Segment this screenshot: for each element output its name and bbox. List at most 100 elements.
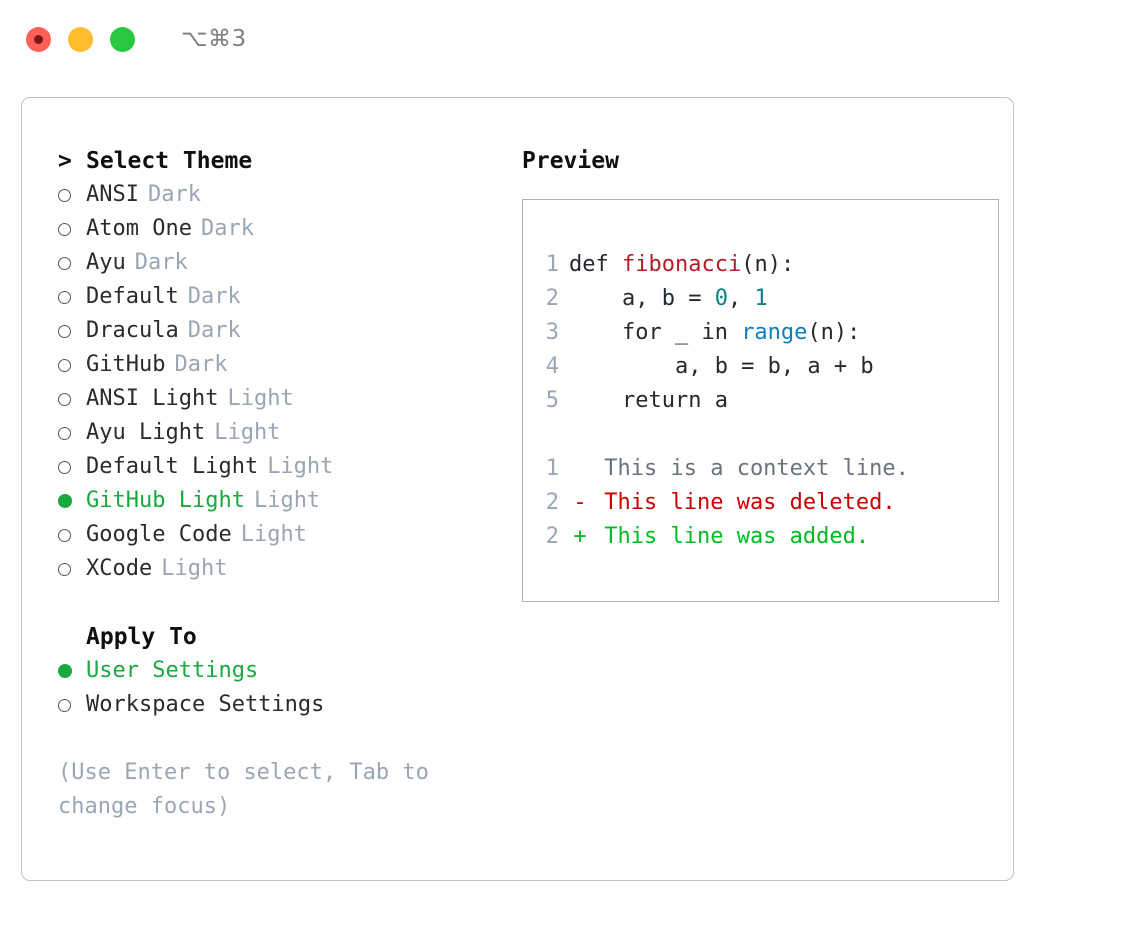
code-line-number: 1 xyxy=(545,252,559,277)
theme-option-label: GitHub Light xyxy=(86,488,245,513)
radio-mark xyxy=(58,324,71,338)
code-token: 1 xyxy=(754,286,768,311)
radio-unselected-icon[interactable] xyxy=(58,528,86,542)
titlebar: ⌥⌘3 xyxy=(0,0,1140,78)
apply-to-option-1[interactable]: Workspace Settings xyxy=(58,688,502,722)
code-line: 5 return a xyxy=(523,384,998,418)
diff-line-number: 2 xyxy=(545,524,559,549)
radio-unselected-icon[interactable] xyxy=(58,392,86,406)
radio-mark xyxy=(58,426,71,440)
theme-variant-tag: Dark xyxy=(174,352,228,377)
theme-option-label: ANSI xyxy=(86,182,139,207)
radio-unselected-icon[interactable] xyxy=(58,290,86,304)
theme-option-label: Default xyxy=(86,284,179,309)
theme-option-9[interactable]: GitHub Light Light xyxy=(58,484,502,518)
diff-line: 2+ This line was added. xyxy=(523,520,998,554)
code-token: , xyxy=(727,286,755,311)
code-diff-separator xyxy=(523,418,998,452)
code-token: a, b = b, a + b xyxy=(569,354,874,379)
radio-unselected-icon[interactable] xyxy=(58,426,86,440)
theme-variant-tag: Light xyxy=(240,522,307,547)
code-line-content: a, b = 0, 1 xyxy=(569,282,768,316)
radio-unselected-icon[interactable] xyxy=(58,188,86,202)
code-token: return a xyxy=(569,388,728,413)
diff-line: 1 This is a context line. xyxy=(523,452,998,486)
theme-variant-tag: Light xyxy=(267,454,334,479)
theme-variant-tag: Light xyxy=(214,420,281,445)
code-line-number: 2 xyxy=(545,286,559,311)
radio-mark xyxy=(58,528,71,542)
radio-unselected-icon[interactable] xyxy=(58,256,86,270)
diff-line-content: This line was added. xyxy=(591,524,870,549)
window-controls xyxy=(26,26,135,52)
apply-to-option-0[interactable]: User Settings xyxy=(58,654,502,688)
radio-selected-icon[interactable] xyxy=(58,664,86,678)
diff-line: 2- This line was deleted. xyxy=(523,486,998,520)
code-line: 3 for _ in range(n): xyxy=(523,316,998,350)
theme-option-label: XCode xyxy=(86,556,153,581)
radio-unselected-icon[interactable] xyxy=(58,460,86,474)
radio-mark xyxy=(58,494,72,508)
theme-variant-tag: Dark xyxy=(187,284,241,309)
radio-mark xyxy=(58,664,72,678)
caret-placeholder-icon: > xyxy=(58,620,86,654)
radio-unselected-icon[interactable] xyxy=(58,698,86,712)
diff-line-content: This is a context line. xyxy=(591,456,909,481)
preview-title: Preview xyxy=(522,148,619,174)
theme-option-label: ANSI Light xyxy=(86,386,219,411)
diff-marker: - xyxy=(573,490,587,515)
theme-option-4[interactable]: Dracula Dark xyxy=(58,314,502,348)
code-line-number: 3 xyxy=(545,320,559,345)
minimize-button[interactable] xyxy=(68,26,93,52)
code-token: (n): xyxy=(741,252,795,277)
radio-mark xyxy=(58,256,71,270)
keyboard-shortcut-label: ⌥⌘3 xyxy=(181,26,247,52)
theme-option-11[interactable]: XCode Light xyxy=(58,552,502,586)
theme-option-3[interactable]: Default Dark xyxy=(58,280,502,314)
theme-option-8[interactable]: Default Light Light xyxy=(58,450,502,484)
diff-marker xyxy=(569,452,591,486)
theme-variant-tag: Dark xyxy=(134,250,188,275)
code-line-content: for _ in range(n): xyxy=(569,316,860,350)
code-line: 4 a, b = b, a + b xyxy=(523,350,998,384)
close-button[interactable] xyxy=(26,26,51,52)
apply-to-heading: > Apply To xyxy=(58,620,502,654)
radio-mark xyxy=(58,358,71,372)
radio-selected-icon[interactable] xyxy=(58,494,86,508)
theme-variant-tag: Dark xyxy=(187,318,241,343)
theme-option-6[interactable]: ANSI Light Light xyxy=(58,382,502,416)
hint-spacer xyxy=(58,722,502,756)
theme-variant-tag: Light xyxy=(227,386,294,411)
theme-variant-tag: Light xyxy=(253,488,321,513)
theme-option-label: Google Code xyxy=(86,522,232,547)
diff-line-number: 1 xyxy=(545,456,559,481)
maximize-button[interactable] xyxy=(110,26,135,52)
theme-option-label: Default Light xyxy=(86,454,259,479)
radio-unselected-icon[interactable] xyxy=(58,324,86,338)
code-token: range xyxy=(741,320,808,345)
code-line-content: return a xyxy=(569,384,728,418)
keyboard-hint-text: (Use Enter to select, Tab to change focu… xyxy=(58,760,429,819)
radio-mark xyxy=(58,392,71,406)
theme-option-label: Atom One xyxy=(86,216,192,241)
theme-option-10[interactable]: Google Code Light xyxy=(58,518,502,552)
radio-unselected-icon[interactable] xyxy=(58,562,86,576)
radio-unselected-icon[interactable] xyxy=(58,358,86,372)
theme-option-label: Dracula xyxy=(86,318,179,343)
radio-unselected-icon[interactable] xyxy=(58,222,86,236)
recording-dot-icon xyxy=(34,34,43,44)
select-theme-heading: > Select Theme xyxy=(58,144,502,178)
theme-variant-tag: Light xyxy=(161,556,228,581)
